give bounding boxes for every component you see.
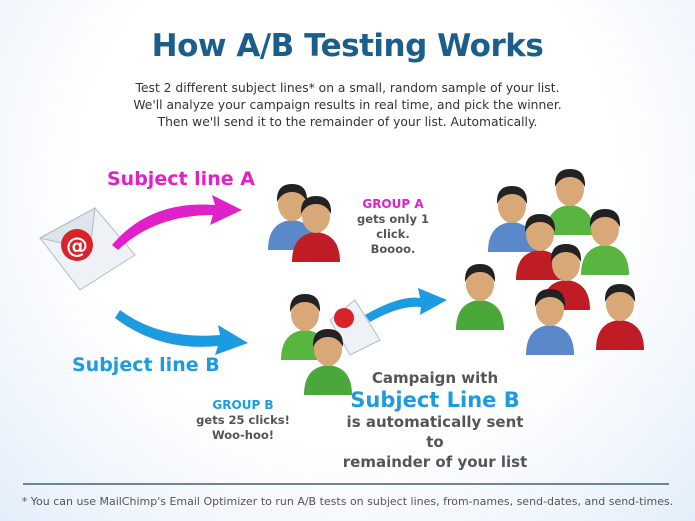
group-b-heading: GROUP B	[212, 398, 274, 412]
svg-text:@: @	[66, 234, 88, 259]
group-a-people-icon	[268, 184, 340, 262]
subject-line-a-label: Subject line A	[107, 168, 255, 190]
group-b-line: gets 25 clicks!	[196, 413, 290, 427]
intro-line: We'll analyze your campaign results in r…	[133, 98, 562, 112]
arrow-final-icon	[365, 288, 447, 322]
footnote: * You can use MailChimp's Email Optimize…	[21, 495, 674, 508]
campaign-line: Campaign with	[371, 369, 499, 387]
group-b-caption: GROUP B gets 25 clicks! Woo-hoo!	[193, 398, 293, 443]
intro-line: Then we'll send it to the remainder of y…	[157, 115, 538, 129]
group-a-heading: GROUP A	[362, 197, 424, 211]
arrow-b-icon	[115, 310, 248, 355]
arrow-a-icon	[112, 195, 242, 250]
email-envelope-icon: @	[38, 207, 136, 291]
group-a-line: Boooo.	[370, 242, 416, 256]
campaign-subject: Subject Line B	[350, 388, 520, 412]
intro-text: Test 2 different subject lines* on a sma…	[0, 80, 695, 131]
intro-line: Test 2 different subject lines* on a sma…	[135, 81, 560, 95]
campaign-line: remainder of your list	[342, 453, 528, 471]
group-a-caption: GROUP A gets only 1 click. Boooo.	[348, 197, 438, 257]
campaign-line: is automatically sent to	[346, 413, 524, 451]
divider	[23, 483, 669, 485]
page-title: How A/B Testing Works	[151, 28, 544, 64]
group-a-line: gets only 1 click.	[357, 212, 429, 241]
group-b-people-icon	[281, 294, 381, 395]
subject-line-b-label: Subject line B	[72, 354, 220, 376]
crowd-people-icon	[456, 169, 644, 355]
campaign-caption: Campaign with Subject Line B is automati…	[340, 368, 530, 472]
group-b-line: Woo-hoo!	[211, 428, 275, 442]
